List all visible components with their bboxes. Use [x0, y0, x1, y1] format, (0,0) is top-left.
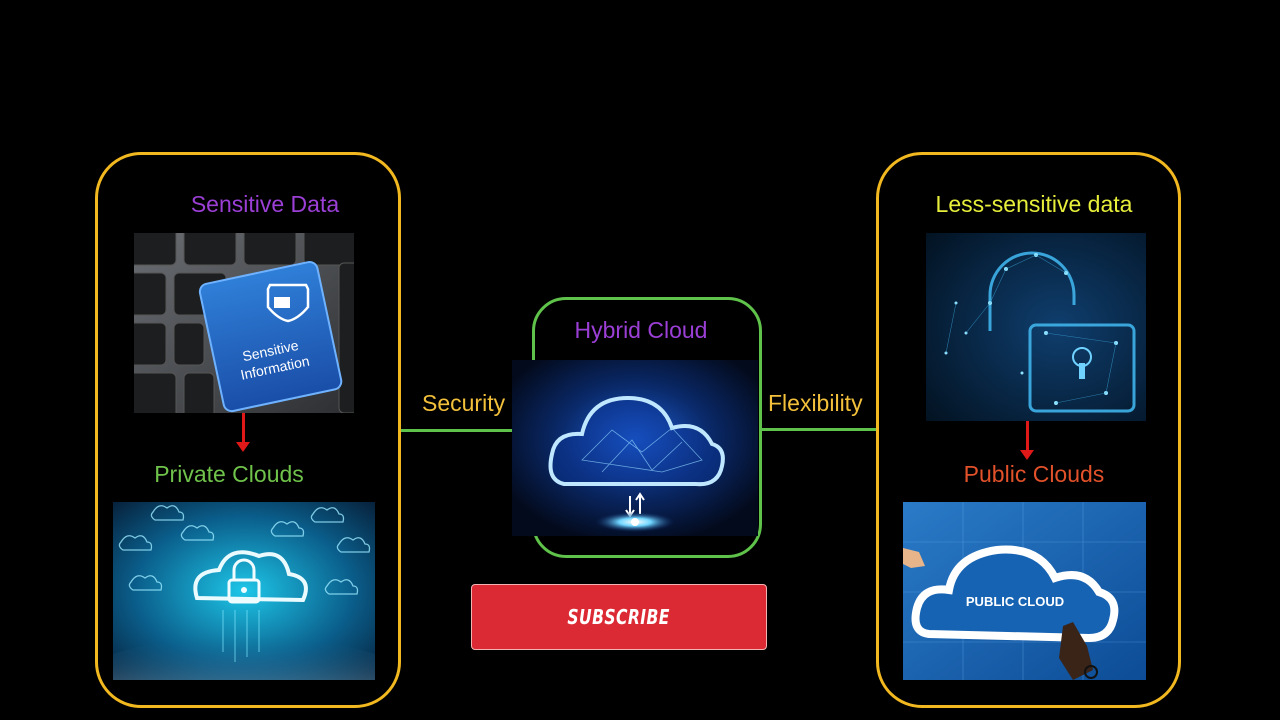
- unlocked-padlock-image: [926, 233, 1146, 421]
- less-sensitive-data-title: Less-sensitive data: [935, 191, 1133, 217]
- subscribe-button[interactable]: SUBSCRIBE: [471, 584, 767, 650]
- cloud-icon: [193, 550, 308, 603]
- sensitive-information-keyboard-image: Sensitive Information: [134, 233, 354, 413]
- hybrid-cloud-title: Hybrid Cloud: [574, 317, 708, 343]
- sensitive-data-title: Sensitive Data: [190, 191, 340, 217]
- hybrid-cloud-image: [512, 360, 758, 536]
- shield-folder-icon: [266, 283, 310, 323]
- public-cloud-text: PUBLIC CLOUD: [966, 594, 1064, 609]
- subscribe-label: SUBSCRIBE: [567, 605, 671, 629]
- arrow-down-icon: [236, 442, 250, 452]
- flexibility-label: Flexibility: [768, 390, 863, 416]
- public-clouds-label: Public Clouds: [963, 461, 1105, 487]
- private-clouds-label: Private Clouds: [154, 461, 304, 487]
- less-sensitive-data-panel: [876, 152, 1181, 708]
- sensitive-data-panel: [95, 152, 401, 708]
- padlock-icon: [227, 558, 261, 604]
- right-arrow-line: [1026, 421, 1029, 451]
- security-connector: [401, 429, 533, 432]
- security-label: Security: [422, 390, 506, 416]
- left-arrow-line: [242, 413, 245, 443]
- public-cloud-image: PUBLIC CLOUD: [903, 502, 1146, 680]
- private-clouds-image: [113, 502, 375, 680]
- flexibility-connector: [762, 428, 876, 431]
- arrow-down-icon: [1020, 450, 1034, 460]
